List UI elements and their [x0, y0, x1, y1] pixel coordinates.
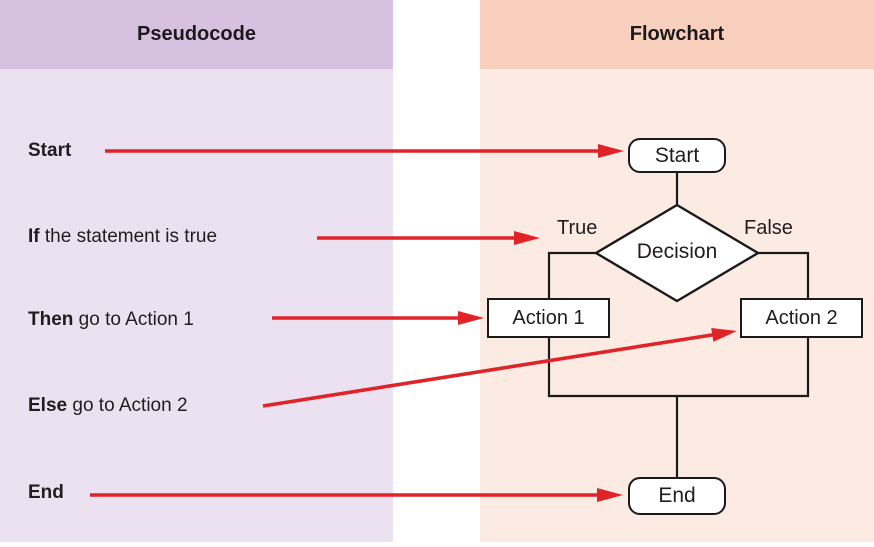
line-else-rest: go to Action 2 [67, 395, 188, 416]
start-node-label: Start [654, 143, 700, 167]
keyword-then: Then [28, 309, 74, 330]
pseudocode-line-else: Else go to Action 2 [28, 392, 188, 420]
pseudocode-line-end: End [28, 479, 64, 507]
end-node-label: End [658, 484, 696, 507]
keyword-else: Else [28, 395, 68, 416]
keyword-end: End [28, 482, 64, 503]
decision-node-label: Decision [636, 240, 718, 263]
connector-decision-to-action1 [547, 251, 596, 298]
pseudocode-line-start: Start [28, 137, 71, 165]
arrow-then-to-action1 [272, 311, 484, 325]
line-then-rest: go to Action 1 [73, 309, 194, 330]
decision-diamond-shape [593, 203, 761, 303]
line-if-rest: the statement is true [39, 226, 218, 247]
arrow-else-to-action2 [262, 328, 737, 408]
action2-node-label: Action 2 [765, 306, 838, 329]
branch-label-true: True [557, 217, 598, 239]
keyword-start: Start [28, 140, 72, 161]
keyword-if: If [28, 226, 40, 247]
flowchart-node-start: Start [628, 138, 726, 173]
flowchart-title: Flowchart [629, 23, 725, 45]
arrow-if-to-decision [317, 231, 540, 245]
flowchart-node-action2: Action 2 [740, 298, 863, 338]
flowchart-node-end: End [628, 477, 726, 515]
flowchart-header-band: Flowchart [480, 0, 874, 69]
arrow-end-to-endnode [90, 488, 623, 502]
connector-actions-join [547, 337, 810, 398]
arrow-start-to-startnode [105, 144, 624, 158]
action1-node-label: Action 1 [512, 306, 585, 329]
pseudocode-header-band: Pseudocode [0, 0, 393, 69]
connector-decision-to-action2 [758, 251, 810, 298]
branch-label-false: False [744, 217, 793, 239]
flowchart-node-action1: Action 1 [487, 298, 610, 338]
pseudocode-line-if: If the statement is true [28, 223, 217, 251]
pseudocode-line-then: Then go to Action 1 [28, 306, 194, 334]
pseudocode-panel: Pseudocode [0, 0, 393, 542]
pseudocode-title: Pseudocode [137, 23, 256, 45]
